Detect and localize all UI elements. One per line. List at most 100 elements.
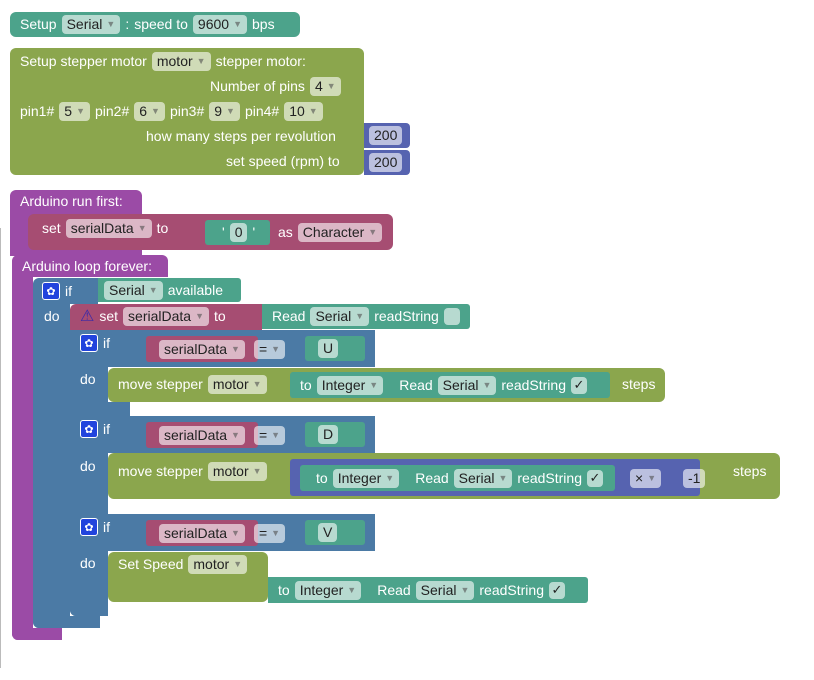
stepper-motor-label: stepper motor: — [215, 53, 306, 69]
readstring-checkbox[interactable] — [443, 307, 460, 325]
steps-number-input[interactable]: 200 — [369, 125, 403, 145]
to-label: to — [300, 377, 312, 393]
integer-value: Integer — [299, 582, 344, 598]
serial-dropdown[interactable]: Serial▼ — [437, 375, 497, 395]
speed-label: set speed (rpm) to — [226, 153, 340, 169]
integer-dropdown[interactable]: Integer▼ — [294, 580, 362, 600]
dropdown-arrow-icon: ▼ — [231, 344, 240, 354]
pin4-dropdown[interactable]: 10▼ — [284, 101, 323, 121]
do-label: do — [80, 371, 96, 387]
variable-value: serialData — [70, 220, 134, 236]
warning-icon[interactable]: ⚠ — [80, 308, 95, 325]
motor-value: motor — [212, 376, 249, 392]
do-label: do — [80, 555, 96, 571]
motor-value: motor — [193, 556, 230, 572]
serial-port-dropdown[interactable]: Serial▼ — [61, 14, 121, 34]
variable-dropdown[interactable]: serialData▼ — [159, 425, 245, 445]
baud-dropdown[interactable]: 9600▼ — [192, 14, 247, 34]
serial-value: Serial — [315, 308, 352, 324]
pin4-value: 10 — [289, 103, 305, 119]
dropdown-arrow-icon: ▼ — [151, 106, 160, 116]
serial-dropdown[interactable]: Serial▼ — [453, 468, 513, 488]
negative-one-input[interactable]: -1 — [683, 468, 706, 488]
dropdown-arrow-icon: ▼ — [231, 430, 240, 440]
motor-dropdown[interactable]: motor▼ — [151, 51, 211, 71]
serial-dropdown[interactable]: Serial▼ — [104, 280, 163, 300]
dropdown-arrow-icon: ▼ — [271, 528, 281, 538]
dropdown-arrow-icon: ▼ — [76, 106, 85, 116]
dropdown-arrow-icon: ▼ — [271, 430, 281, 440]
dropdown-arrow-icon: ▼ — [252, 466, 262, 476]
pin2-label: pin2# — [94, 103, 130, 119]
motor-dropdown[interactable]: motor▼ — [188, 554, 248, 574]
pin4-label: pin4# — [244, 103, 280, 119]
if-block-foot — [33, 616, 100, 628]
pins-dropdown[interactable]: 4▼ — [309, 76, 341, 96]
workspace-edge — [0, 228, 1, 668]
compare-dropdown[interactable]: =▼ — [253, 523, 286, 543]
variable-dropdown[interactable]: serialData▼ — [123, 306, 209, 326]
operator-value: × — [635, 470, 644, 486]
quote-open: ' — [222, 224, 225, 240]
serial-dropdown[interactable]: Serial▼ — [310, 306, 370, 326]
dropdown-arrow-icon: ▼ — [326, 81, 336, 91]
readstring-label: readString — [501, 377, 566, 393]
pin3-dropdown[interactable]: 9▼ — [209, 101, 240, 121]
operator-dropdown[interactable]: ×▼ — [630, 468, 662, 488]
dropdown-arrow-icon: ▼ — [271, 344, 281, 354]
variable-dropdown[interactable]: serialData▼ — [159, 339, 245, 359]
loop-block[interactable] — [12, 255, 168, 277]
char-d-input[interactable]: D — [318, 424, 339, 444]
set-label: set — [42, 220, 61, 236]
readstring-checkbox[interactable]: ✓ — [586, 469, 603, 487]
readstring-checkbox[interactable]: ✓ — [570, 376, 587, 394]
dropdown-arrow-icon: ▼ — [368, 227, 378, 237]
readstring-checkbox[interactable]: ✓ — [548, 581, 565, 599]
gear-icon[interactable]: ✿ — [80, 420, 98, 438]
motor-dropdown[interactable]: motor▼ — [207, 374, 267, 394]
pin1-dropdown[interactable]: 5▼ — [59, 101, 90, 121]
serial-value: Serial — [458, 470, 495, 486]
gear-icon[interactable]: ✿ — [42, 282, 60, 300]
if-v-foot — [70, 604, 100, 616]
colon: : — [125, 16, 130, 32]
if-label: if — [103, 335, 110, 351]
integer-value: Integer — [337, 470, 382, 486]
char-v-input[interactable]: V — [318, 522, 338, 542]
to-label: to — [278, 582, 290, 598]
if-label: if — [103, 421, 110, 437]
set-label: set — [99, 308, 119, 324]
variable-value: serialData — [164, 341, 228, 357]
setup-serial-block[interactable] — [10, 12, 300, 37]
serial-port-value: Serial — [66, 16, 103, 32]
variable-value: serialData — [164, 525, 228, 541]
pin2-dropdown[interactable]: 6▼ — [134, 101, 165, 121]
move-stepper-label: move stepper — [118, 376, 203, 392]
integer-dropdown[interactable]: Integer▼ — [332, 468, 400, 488]
dropdown-arrow-icon: ▼ — [231, 528, 240, 538]
gear-icon[interactable]: ✿ — [80, 334, 98, 352]
dropdown-arrow-icon: ▼ — [369, 380, 379, 390]
compare-op: = — [258, 525, 268, 541]
integer-dropdown[interactable]: Integer▼ — [316, 375, 384, 395]
set-speed-label: Set Speed — [118, 556, 184, 572]
motor-dropdown[interactable]: motor▼ — [207, 461, 267, 481]
type-dropdown[interactable]: Character▼ — [297, 222, 383, 242]
dropdown-arrow-icon: ▼ — [498, 473, 508, 483]
speed-number-input[interactable]: 200 — [369, 152, 403, 172]
gear-icon[interactable]: ✿ — [80, 518, 98, 536]
dropdown-arrow-icon: ▼ — [460, 585, 470, 595]
baud-value: 9600 — [197, 16, 230, 32]
char-u-input[interactable]: U — [318, 338, 339, 358]
dropdown-arrow-icon: ▼ — [137, 223, 147, 233]
compare-dropdown[interactable]: =▼ — [253, 425, 286, 445]
readstring-label: readString — [517, 470, 582, 486]
serial-value: Serial — [442, 377, 479, 393]
serial-dropdown[interactable]: Serial▼ — [415, 580, 475, 600]
readstring-label: readString — [374, 308, 439, 324]
loop-label: Arduino loop forever: — [22, 258, 152, 274]
char-input[interactable]: 0 — [229, 222, 248, 242]
variable-dropdown[interactable]: serialData▼ — [65, 218, 152, 238]
compare-dropdown[interactable]: =▼ — [253, 339, 286, 359]
variable-dropdown[interactable]: serialData▼ — [159, 523, 245, 543]
